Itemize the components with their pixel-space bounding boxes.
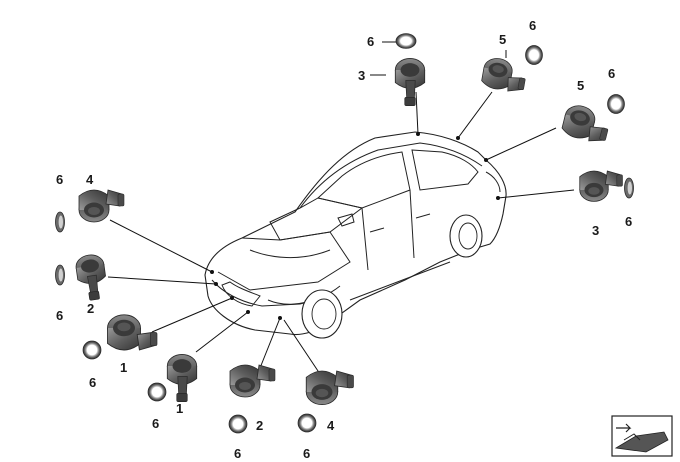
ring-front-4 [297, 413, 317, 433]
leader-lines [107, 41, 575, 379]
label-sensor-rear-upper: 5 [499, 32, 506, 47]
label-sensor-front-1: 1 [120, 360, 127, 375]
ring-top [395, 33, 417, 49]
label-ring-top: 6 [367, 34, 374, 49]
sensor-front-2 [166, 353, 198, 403]
label-ring-left-lower: 6 [56, 308, 63, 323]
rear-wheel [449, 214, 483, 258]
sensor-rear-right [560, 102, 613, 146]
sensor-front-3 [229, 364, 276, 398]
label-ring-front-2: 6 [152, 416, 159, 431]
label-ring-front-4: 6 [303, 446, 310, 461]
sensor-front-4 [305, 370, 355, 406]
door-line-2 [409, 189, 415, 259]
car-outline [204, 131, 507, 339]
roof-line [299, 142, 483, 209]
sensor-rear-side [579, 170, 623, 202]
door-line-1 [361, 207, 369, 271]
label-sensor-rear-right: 5 [577, 78, 584, 93]
hood-crease [249, 249, 331, 258]
label-sensor-front-2: 1 [176, 401, 183, 416]
label-ring-front-3: 6 [234, 446, 241, 461]
label-ring-rear-upper: 6 [529, 18, 536, 33]
sensor-left-lower [74, 252, 110, 303]
door-handle-2 [415, 213, 431, 219]
ring-front-3 [228, 414, 248, 434]
car-body [204, 131, 507, 336]
ring-rear-right [607, 94, 625, 114]
hood [217, 231, 351, 291]
ring-left-upper [55, 211, 65, 233]
label-sensor-front-3: 2 [256, 418, 263, 433]
front-wheel [301, 289, 343, 339]
label-ring-front-1: 6 [89, 375, 96, 390]
door-handle-1 [369, 227, 385, 233]
grille [221, 281, 261, 307]
sensor-left-upper [78, 189, 125, 223]
label-sensor-front-4: 4 [327, 418, 335, 433]
front-rim [311, 298, 337, 330]
label-ring-left-upper: 6 [56, 172, 63, 187]
part-labels: 6 3 5 6 5 6 3 6 6 4 6 2 1 6 1 6 2 6 4 6 [56, 18, 632, 461]
side-skirt [349, 261, 451, 301]
ring-front-2 [147, 382, 167, 402]
label-sensor-left-lower: 2 [87, 301, 94, 316]
rear-window [411, 149, 479, 191]
label-ring-rear-side: 6 [625, 214, 632, 229]
sensor-front-1 [106, 314, 158, 351]
ring-rear-upper [525, 45, 543, 65]
label-ring-rear-right: 6 [608, 66, 615, 81]
mirror [337, 213, 355, 227]
ring-left-lower [55, 264, 65, 286]
car-view-direction-icon [611, 415, 673, 457]
sensor-rear-upper [480, 55, 529, 95]
front-window [316, 151, 411, 209]
ring-rear-side [624, 177, 634, 199]
label-sensor-top: 3 [358, 68, 365, 83]
sensor-top [394, 57, 426, 107]
label-sensor-left-upper: 4 [86, 172, 94, 187]
leader-dots [210, 132, 500, 320]
rear-rim [458, 222, 478, 250]
tail-light [485, 171, 501, 193]
label-sensor-rear-side: 3 [592, 223, 599, 238]
ring-front-1 [82, 340, 102, 360]
